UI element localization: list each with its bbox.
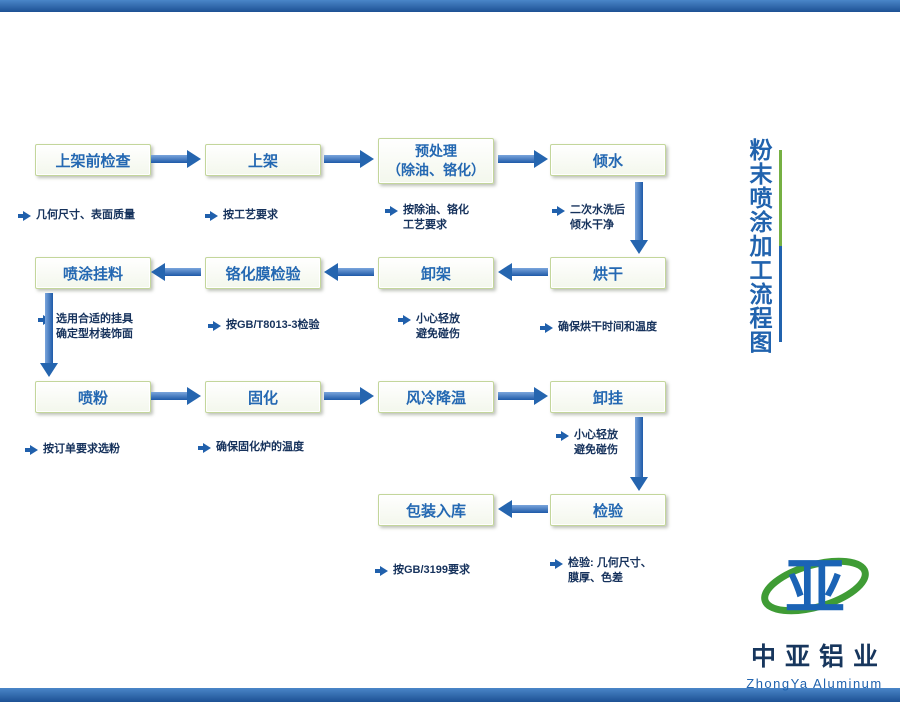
flow-note: 按除油、铬化工艺要求 — [385, 203, 469, 233]
flow-box-label: 喷粉 — [77, 389, 108, 407]
flow-note: 按工艺要求 — [205, 208, 278, 223]
flow-box-drying: 烘干 — [550, 257, 666, 289]
flow-box-air-cooling: 风冷降温 — [378, 381, 494, 413]
note-line: 确保烘干时间和温度 — [558, 321, 657, 333]
flow-box-label: 卸挂 — [592, 389, 623, 407]
arrow-right-icon — [151, 387, 201, 405]
flow-box-label: 检验 — [592, 502, 623, 520]
flow-note: 二次水洗后倾水干净 — [552, 203, 625, 233]
flow-box-label: 烘干 — [592, 265, 623, 283]
note-line: 小心轻放 — [416, 313, 460, 325]
flow-box-curing: 固化 — [205, 381, 321, 413]
flow-box-label: 上架前检查 — [55, 152, 131, 170]
flow-box-label: 铬化膜检验 — [225, 265, 301, 283]
flow-box-label: 卸架 — [420, 265, 451, 283]
flow-box-label: 固化 — [247, 389, 278, 407]
arrow-bullet-icon — [552, 206, 565, 216]
flow-box-chromate-film-inspection: 铬化膜检验 — [205, 257, 321, 289]
note-line: 按工艺要求 — [223, 209, 278, 221]
flow-box-powder-spraying: 喷粉 — [35, 381, 151, 413]
flow-note: 小心轻放避免碰伤 — [556, 428, 618, 458]
note-line: 检验: 几何尺寸、 — [568, 557, 652, 569]
flow-box-label: 喷涂挂料 — [62, 265, 123, 283]
flow-box-racking: 上架 — [205, 144, 321, 176]
flow-box-packing-warehousing: 包装入库 — [378, 494, 494, 526]
note-line: 避免碰伤 — [416, 328, 460, 340]
arrow-bullet-icon — [540, 323, 553, 333]
company-name-cn: 中亚铝业 — [750, 643, 887, 671]
flow-note: 确保烘干时间和温度 — [540, 320, 657, 335]
note-line: 工艺要求 — [403, 219, 447, 231]
flow-box-sublabel: （除油、铬化） — [387, 162, 485, 178]
page-title: 粉末喷涂加工流程图 — [746, 138, 772, 354]
note-line: 小心轻放 — [574, 429, 618, 441]
flow-note: 几何尺寸、表面质量 — [18, 208, 135, 223]
flow-box-label: 包装入库 — [405, 502, 466, 520]
arrow-left-icon — [324, 263, 374, 281]
flow-note: 按GB/T8013-3检验 — [208, 318, 320, 333]
note-line: 按除油、铬化 — [403, 204, 469, 216]
arrow-left-icon — [498, 263, 548, 281]
arrow-bullet-icon — [550, 559, 563, 569]
flow-box-label: 倾水 — [592, 152, 623, 170]
note-line: 确定型材装饰面 — [56, 328, 133, 340]
note-line: 倾水干净 — [570, 219, 614, 231]
flow-box-unracking: 卸架 — [378, 257, 494, 289]
arrow-left-icon — [151, 263, 201, 281]
company-logo: 亚 中亚铝业 ZhongYa Aluminum — [732, 538, 897, 691]
note-line: 按订单要求选粉 — [43, 443, 120, 455]
flow-box-label: 预处理 — [415, 143, 457, 159]
note-line: 膜厚、色差 — [568, 572, 623, 584]
flow-box-pretreatment: 预处理 （除油、铬化） — [378, 138, 494, 184]
arrow-right-icon — [151, 150, 201, 168]
arrow-bullet-icon — [18, 211, 31, 221]
arrow-down-icon — [630, 182, 648, 254]
flow-note: 确保固化炉的温度 — [198, 440, 304, 455]
title-accent-line — [779, 150, 782, 342]
arrow-bullet-icon — [205, 211, 218, 221]
company-name-en: ZhongYa Aluminum — [746, 676, 883, 691]
note-line: 确保固化炉的温度 — [216, 441, 304, 453]
flow-box-pre-rack-inspection: 上架前检查 — [35, 144, 151, 176]
arrow-bullet-icon — [556, 431, 569, 441]
top-bar — [0, 0, 900, 12]
note-line: 按GB/3199要求 — [393, 564, 471, 576]
arrow-bullet-icon — [375, 566, 388, 576]
note-line: 几何尺寸、表面质量 — [36, 209, 135, 221]
arrow-bullet-icon — [385, 206, 398, 216]
flow-box-drain-water: 倾水 — [550, 144, 666, 176]
flow-box-label: 风冷降温 — [405, 389, 466, 407]
arrow-down-icon — [630, 417, 648, 491]
flow-note: 按订单要求选粉 — [25, 442, 120, 457]
flow-note: 按GB/3199要求 — [375, 563, 470, 578]
arrow-right-icon — [324, 150, 374, 168]
arrow-right-icon — [498, 387, 548, 405]
flow-note: 检验: 几何尺寸、膜厚、色差 — [550, 556, 652, 586]
arrow-bullet-icon — [25, 445, 38, 455]
flow-box-unhanging: 卸挂 — [550, 381, 666, 413]
company-logo-icon: 亚 — [760, 553, 869, 623]
note-line: 按GB/T8013-3检验 — [226, 319, 320, 331]
arrow-bullet-icon — [208, 321, 221, 331]
flow-box-spray-hanging: 喷涂挂料 — [35, 257, 151, 289]
flow-note: 小心轻放避免碰伤 — [398, 312, 460, 342]
arrow-bullet-icon — [198, 443, 211, 453]
arrow-down-icon — [40, 293, 58, 377]
arrow-right-icon — [324, 387, 374, 405]
note-line: 避免碰伤 — [574, 444, 618, 456]
arrow-left-icon — [498, 500, 548, 518]
flow-box-label: 上架 — [247, 152, 278, 170]
arrow-bullet-icon — [398, 315, 411, 325]
flow-box-inspection: 检验 — [550, 494, 666, 526]
note-line: 选用合适的挂具 — [56, 313, 133, 325]
svg-text:亚: 亚 — [785, 553, 845, 623]
note-line: 二次水洗后 — [570, 204, 625, 216]
arrow-right-icon — [498, 150, 548, 168]
bottom-bar — [0, 688, 900, 702]
